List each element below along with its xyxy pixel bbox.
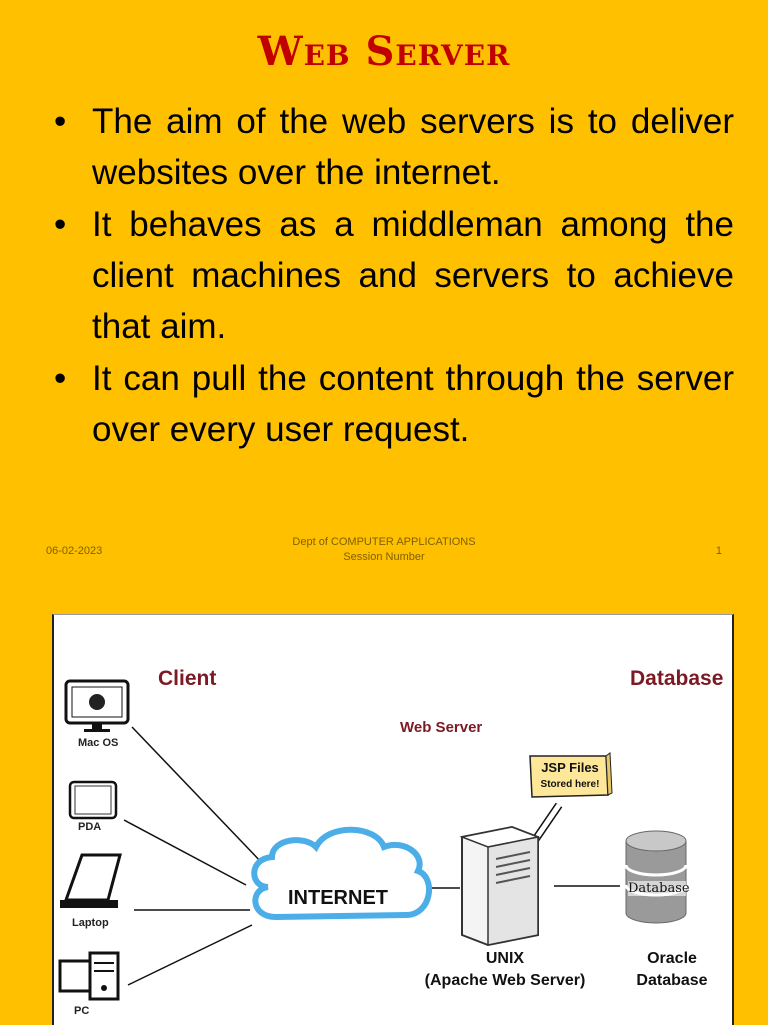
database-caption: Oracle Database	[620, 948, 724, 992]
pc-icon	[58, 951, 120, 1001]
footer-page-number: 1	[715, 545, 722, 557]
bullet-item: •The aim of the web servers is to delive…	[54, 96, 734, 198]
pc-link-line	[127, 924, 253, 986]
mac-monitor-icon	[64, 679, 130, 732]
tablet-icon	[68, 780, 118, 820]
database-caption-line2: Database	[636, 972, 708, 989]
bullet-icon: •	[54, 102, 67, 141]
footer-dept-line: Dept of COMPUTER APPLICATIONS	[292, 536, 476, 548]
footer-session-line: Session Number	[343, 551, 425, 563]
server-caption-line1: UNIX	[485, 950, 525, 967]
slide-title: Web Server	[257, 28, 511, 75]
database-cylinder-icon	[624, 830, 688, 924]
bullet-icon: •	[54, 205, 67, 244]
server-tower-icon	[459, 825, 541, 947]
pda-link-line	[123, 819, 247, 886]
database-heading: Database	[630, 667, 724, 690]
client-label-pda: PDA	[78, 821, 102, 833]
internet-cloud-icon	[251, 826, 433, 921]
jsp-callout-box	[529, 752, 613, 798]
macos-link-line	[131, 726, 265, 866]
web-server-heading: Web Server	[400, 719, 483, 736]
database-icon-label: Database	[628, 881, 690, 896]
bullet-item: •It behaves as a middleman among the cli…	[54, 199, 734, 352]
footer-department: Dept of COMPUTER APPLICATIONS Session Nu…	[234, 535, 534, 565]
bullet-list: •The aim of the web servers is to delive…	[54, 96, 734, 456]
callout-title: JSP Files	[541, 760, 599, 775]
bullet-item: •It can pull the content through the ser…	[54, 353, 734, 455]
web-server-diagram: Client Database Web Server Mac OS PDA La…	[52, 614, 734, 1025]
internet-label: INTERNET	[288, 887, 388, 909]
server-caption: UNIX (Apache Web Server)	[410, 948, 600, 992]
bullet-icon: •	[54, 359, 67, 398]
diagram-graphics	[58, 679, 688, 1001]
database-caption-line1: Oracle	[647, 950, 697, 967]
footer-date: 06-02-2023	[46, 545, 103, 557]
client-label-macos: Mac OS	[78, 737, 119, 749]
client-heading: Client	[158, 667, 217, 690]
callout-subtitle: Stored here!	[540, 779, 600, 790]
laptop-icon	[60, 853, 122, 908]
client-label-pc: PC	[74, 1005, 90, 1017]
client-label-laptop: Laptop	[72, 917, 109, 929]
server-caption-line2: (Apache Web Server)	[424, 972, 586, 989]
